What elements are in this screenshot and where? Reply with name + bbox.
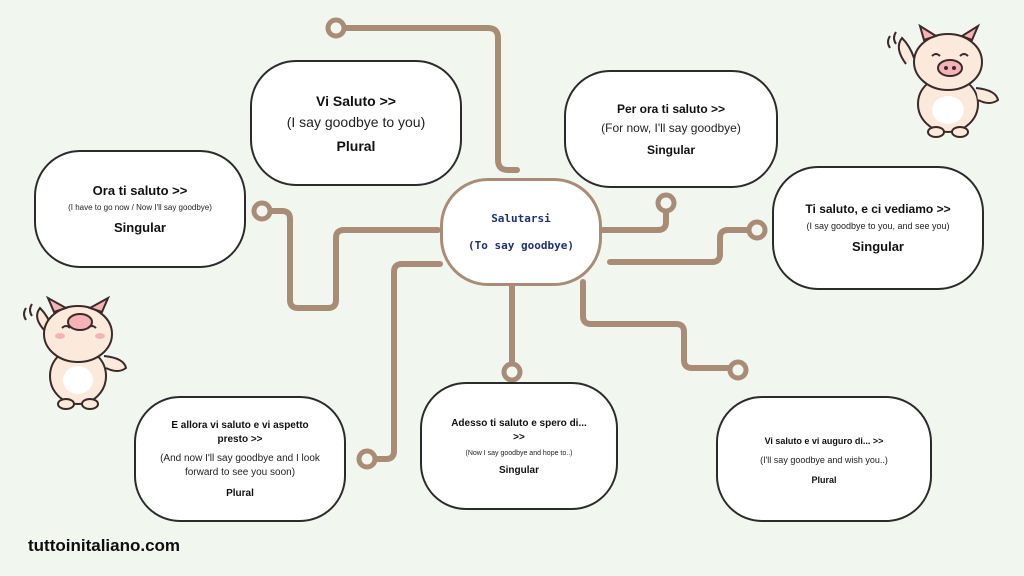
bubble-e-allora-vi-saluto: E allora vi saluto e vi aspetto presto >… — [134, 396, 346, 522]
node-upper-right — [655, 192, 677, 214]
connector-upper-right — [593, 202, 669, 233]
bubble-number: Singular — [851, 239, 904, 254]
bubble-number: Plural — [336, 137, 376, 154]
bubble-number: Singular — [498, 464, 539, 476]
bubble-translation: (For now, I'll say goodbye) — [601, 120, 741, 135]
bubble-translation: (I have to go now / Now I'll say goodbye… — [68, 203, 212, 212]
bubble-title: E allora vi saluto e vi aspetto presto >… — [171, 420, 309, 445]
bubble-per-ora-ti-saluto: Per ora ti saluto >> (For now, I'll say … — [564, 70, 778, 188]
node-bottom — [501, 361, 523, 383]
bubble-adesso-ti-saluto: Adesso ti saluto e spero di... >> (Now I… — [420, 382, 618, 510]
bubble-title: Ora ti saluto >> — [92, 183, 188, 198]
bubble-title: Adesso ti saluto e spero di... >> — [451, 417, 587, 443]
pig-icon — [23, 295, 128, 410]
node-lower-left — [356, 448, 378, 470]
node-right — [746, 219, 768, 241]
connector-top — [333, 25, 520, 173]
connector-lower-left — [364, 261, 443, 462]
bubble-translation: (Now I say goodbye and hope to..) — [465, 449, 573, 457]
node-left — [251, 200, 273, 222]
node-lower-right — [727, 359, 749, 381]
bubble-title: Per ora ti saluto >> — [616, 101, 726, 116]
bubble-vi-saluto-auguro: Vi saluto e vi auguro di... >> (I'll say… — [716, 396, 932, 522]
connector-left — [259, 208, 441, 311]
connector-right — [607, 227, 758, 265]
bubble-title: Vi Saluto >> — [316, 92, 396, 109]
bubble-title: Ti saluto, e ci vediamo >> — [805, 202, 951, 216]
bubble-number: Plural — [811, 474, 837, 485]
center-subtitle: (To say goodbye) — [468, 239, 574, 252]
bubble-ora-ti-saluto: Ora ti saluto >> (I have to go now / Now… — [34, 150, 246, 268]
pig-icon — [887, 23, 1000, 138]
node-top — [325, 17, 347, 39]
bubble-number: Singular — [646, 142, 695, 157]
bubble-translation: (I'll say goodbye and wish you..) — [760, 454, 888, 465]
bubble-translation: (I say goodbye to you, and see you) — [806, 221, 950, 231]
bubble-translation: (And now I'll say goodbye and I look for… — [160, 453, 320, 478]
connector-lower-right — [580, 279, 739, 371]
bubble-number: Singular — [113, 220, 166, 235]
bubble-translation: (I say goodbye to you) — [286, 113, 426, 130]
bubble-title: Vi saluto e vi auguro di... >> — [764, 435, 884, 446]
center-title: Salutarsi — [491, 212, 551, 225]
website-label: tuttoinitaliano.com — [28, 536, 181, 555]
bubble-ti-saluto-ci-vediamo: Ti saluto, e ci vediamo >> (I say goodby… — [772, 166, 984, 290]
bubble-number: Plural — [226, 488, 254, 499]
bubble-vi-saluto: Vi Saluto >> (I say goodbye to you) Plur… — [250, 60, 462, 186]
center-cloud: Salutarsi (To say goodbye) — [440, 178, 602, 286]
